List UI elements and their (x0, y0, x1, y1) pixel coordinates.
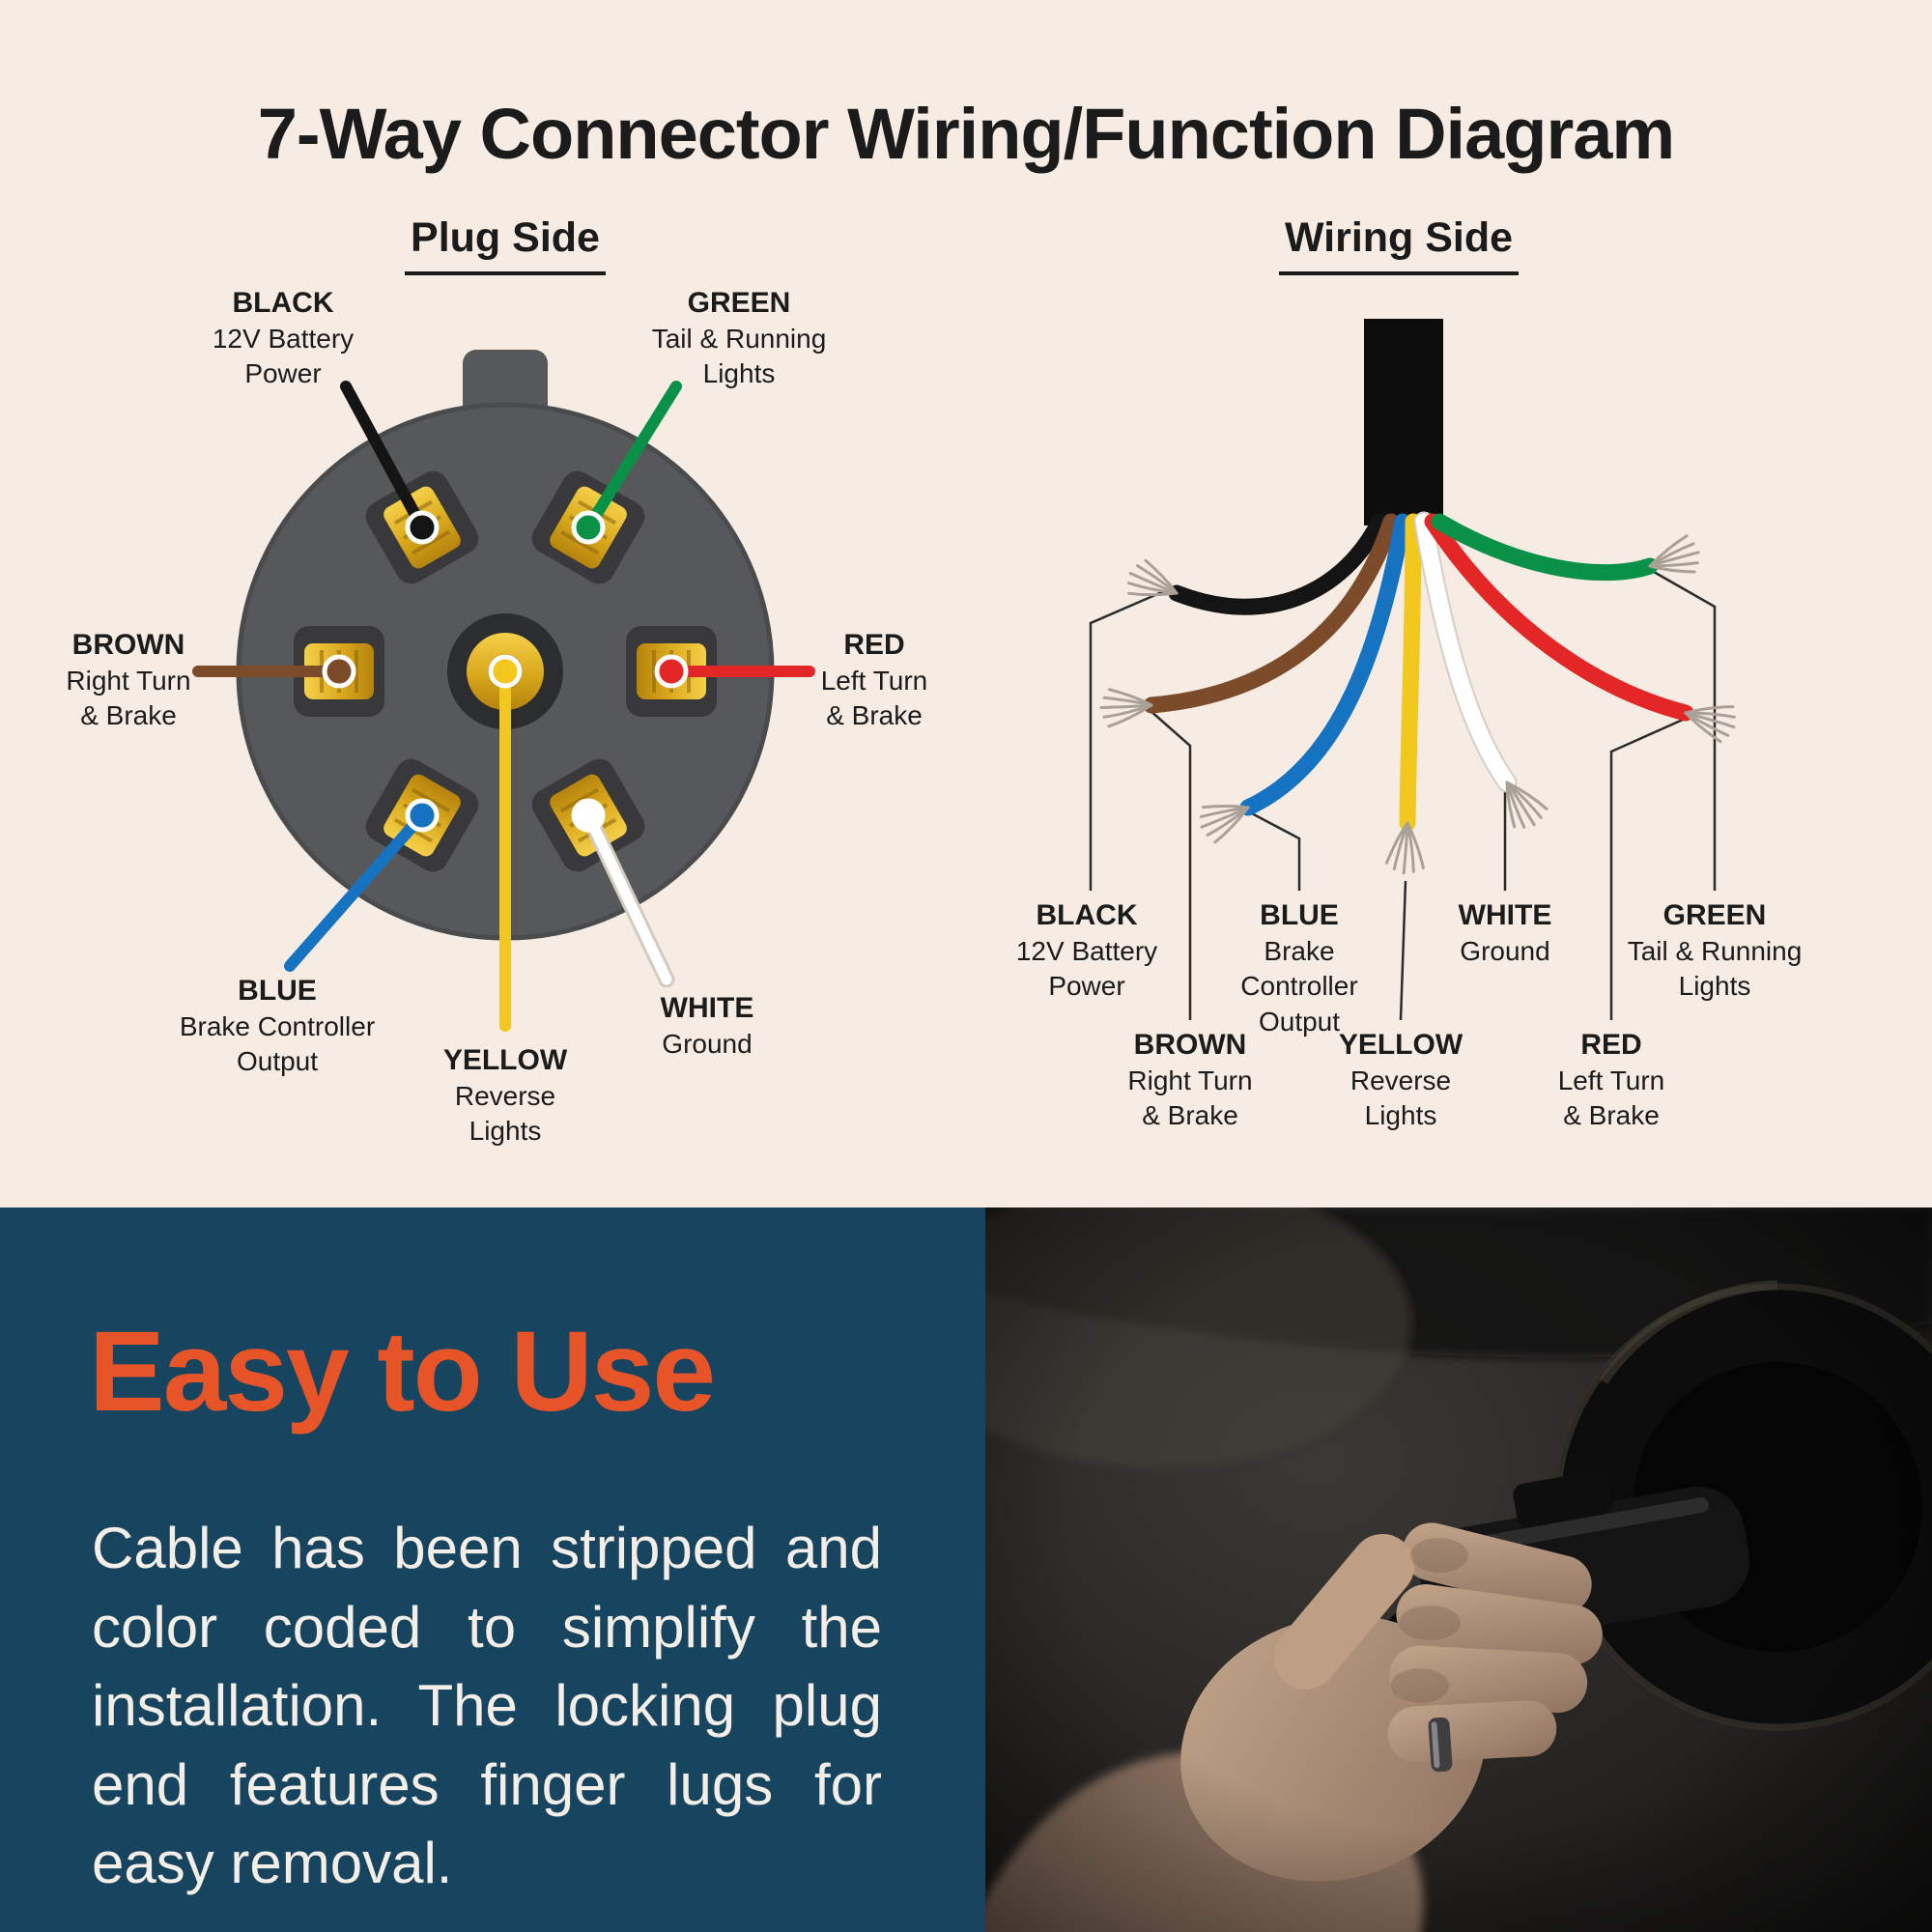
wires (1143, 511, 1694, 832)
plug-pointer-dots (322, 510, 689, 833)
label-name: BLUE (238, 975, 317, 1007)
label-line: & Brake (80, 700, 177, 731)
label-name: BLACK (232, 287, 334, 319)
promo-body: Cable has been stripped and color coded … (92, 1516, 882, 1896)
wiring-diagram-graphics (192, 319, 1741, 1032)
wiring-label-brown: BROWN Right Turn & Brake (1079, 1026, 1301, 1134)
label-line: & Brake (1142, 1100, 1238, 1131)
page-title: 7-Way Connector Wiring/Function Diagram (257, 94, 1675, 174)
label-line: Right Turn (1127, 1065, 1253, 1095)
wire-yellow (1399, 513, 1422, 832)
wiring-label-yellow: YELLOW Reverse Lights (1292, 1026, 1510, 1134)
label-line: Ground (662, 1029, 753, 1059)
label-name: GREEN (687, 287, 791, 319)
wire-black (1168, 513, 1388, 615)
wiring-label-blue: BLUE Brake Controller Output (1190, 896, 1408, 1039)
label-line: Lights (702, 358, 776, 389)
wiring-label-black: BLACK 12V Battery Power (976, 896, 1198, 1005)
label-line: 12V Battery (1015, 936, 1158, 966)
label-line: Lights (1678, 971, 1751, 1002)
label-line: Tail & Running (651, 324, 827, 354)
plug-label-blue: BLUE Brake Controller Output (132, 972, 422, 1080)
wiring-side-heading: Wiring Side (1244, 214, 1553, 275)
wiring-label-green: GREEN Tail & Running Lights (1594, 896, 1835, 1005)
label-name: BLUE (1260, 899, 1339, 931)
label-line: 12V Battery (212, 324, 355, 354)
plug-label-yellow: YELLOW Reverse Lights (399, 1041, 611, 1150)
label-line: Controller (1240, 971, 1358, 1002)
wiring-side-graphic (1089, 319, 1741, 1021)
pointer-line-green (582, 381, 682, 533)
pointer-line-blue (284, 810, 428, 972)
label-line: Reverse (454, 1081, 556, 1111)
label-name: BROWN (71, 629, 185, 661)
wire-white (1415, 513, 1516, 791)
label-line: Left Turn (1557, 1065, 1665, 1095)
label-line: Ground (1460, 936, 1550, 966)
wiring-label-red: RED Left Turn & Brake (1502, 1026, 1720, 1134)
label-line: Brake Controller (179, 1011, 376, 1041)
plug-label-white: WHITE Ground (611, 989, 804, 1062)
plug-label-green: GREEN Tail & Running Lights (604, 284, 874, 392)
label-line: Lights (469, 1116, 542, 1147)
label-name: RED (1580, 1029, 1642, 1061)
label-line: & Brake (826, 700, 923, 731)
label-line: Power (1048, 971, 1125, 1002)
label-line: Output (236, 1046, 319, 1077)
wiring-leader-lines (1089, 570, 1717, 1021)
plug-side-heading-text: Plug Side (405, 214, 606, 275)
label-name: BLACK (1036, 899, 1138, 931)
label-line: & Brake (1563, 1100, 1660, 1131)
label-line: Brake (1264, 936, 1335, 966)
label-name: WHITE (660, 992, 754, 1024)
label-line: Power (244, 358, 322, 389)
wire-blue (1239, 513, 1411, 816)
wire-brown (1143, 513, 1400, 714)
plug-pointer-lines (192, 381, 815, 1032)
label-line: Right Turn (66, 666, 191, 696)
plug-label-red: RED Left Turn & Brake (763, 626, 985, 734)
installation-photo-art (985, 1208, 1932, 1932)
label-name: YELLOW (442, 1044, 568, 1076)
wiring-label-white: WHITE Ground (1396, 896, 1614, 969)
wire-red (1424, 513, 1694, 722)
label-name: GREEN (1662, 899, 1767, 931)
label-line: Tail & Running (1627, 936, 1803, 966)
promo-heading: Easy to Use (89, 1308, 716, 1435)
label-line: Output (1258, 1006, 1341, 1037)
pointer-line-black (340, 381, 428, 533)
label-name: WHITE (1458, 899, 1552, 931)
label-name: BROWN (1133, 1029, 1247, 1061)
label-line: Left Turn (820, 666, 928, 696)
plug-label-black: BLACK 12V Battery Power (157, 284, 409, 392)
plug-side-heading: Plug Side (351, 214, 660, 275)
label-line: Lights (1364, 1100, 1437, 1131)
wiring-side-heading-text: Wiring Side (1278, 214, 1520, 275)
installation-photo (985, 1208, 1932, 1932)
plug-label-brown: BROWN Right Turn & Brake (17, 626, 240, 734)
wire-green (1431, 513, 1659, 582)
label-name: RED (843, 629, 905, 661)
vignette (985, 1208, 1932, 1932)
cable-jacket (1364, 319, 1443, 526)
label-name: YELLOW (1338, 1029, 1463, 1061)
promo-panel (0, 1208, 985, 1932)
label-line: Reverse (1350, 1065, 1452, 1095)
pointer-line-white (582, 810, 672, 985)
